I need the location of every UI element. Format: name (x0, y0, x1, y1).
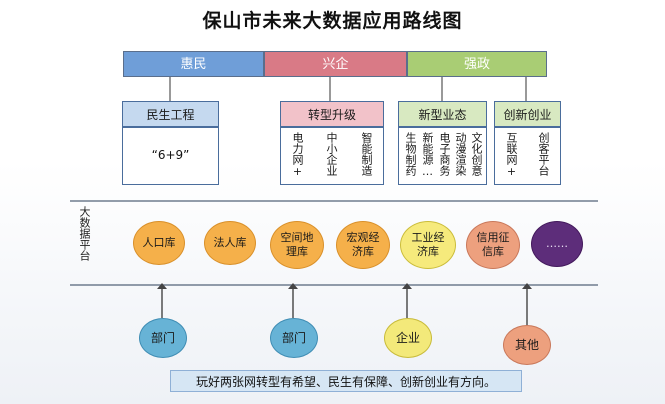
node-xinyong: 信用征信库 (466, 221, 520, 269)
arrow-head-1 (157, 283, 167, 289)
consumer-bumen-1: 部门 (139, 318, 187, 358)
node-gongye: 工业经济库 (400, 221, 456, 269)
xinxing-col-4: 动漫渲染 (454, 132, 467, 176)
zhuanxing-col-2: 中小企业 (325, 132, 338, 176)
node-renkou: 人口库 (133, 221, 185, 265)
zhuanxing-col-3: 智能制造 (360, 132, 373, 176)
chuangxin-col-1: 互联网+ (505, 132, 518, 178)
xinxing-col-1: 生物制药 (404, 132, 417, 176)
platform-label: 大数据平台 (78, 206, 91, 261)
xinxing-col-2: 新能源… (421, 132, 434, 178)
chuangxin-box: 互联网+ 创客平台 (494, 127, 561, 185)
page-title: 保山市未来大数据应用路线图 (202, 10, 463, 32)
arrow-head-4 (522, 283, 532, 289)
xinxing-col-3: 电子商务 (438, 132, 451, 176)
xinxing-col-5: 文化创意 (470, 132, 483, 176)
zhuanxing-box: 电力网+ 中小企业 智能制造 (280, 127, 384, 185)
consumer-qita: 其他 (503, 325, 551, 365)
consumer-qiye: 企业 (384, 318, 432, 358)
node-faren: 法人库 (204, 221, 256, 265)
chuangxin-header: 创新创业 (494, 101, 561, 127)
minsheng-header: 民生工程 (122, 101, 219, 127)
zhuanxing-col-1: 电力网+ (291, 132, 304, 178)
node-hongguan: 宏观经济库 (336, 221, 390, 269)
consumer-bumen-2: 部门 (270, 318, 318, 358)
xinxing-header: 新型业态 (398, 101, 487, 127)
footer-slogan: 玩好两张网转型有希望、民生有保障、创新创业有方向。 (170, 370, 522, 392)
band-xingqi: 兴企 (264, 51, 407, 77)
node-more: …… (531, 221, 583, 267)
band-huimin: 惠民 (123, 51, 264, 77)
chuangxin-col-2: 创客平台 (537, 132, 550, 176)
node-kongjian: 空间地理库 (270, 221, 324, 269)
zhuanxing-header: 转型升级 (280, 101, 384, 127)
arrow-head-3 (402, 283, 412, 289)
xinxing-box: 生物制药 新能源… 电子商务 动漫渲染 文化创意 (398, 127, 487, 185)
minsheng-box: “6+9” (122, 127, 219, 185)
minsheng-content: “6+9” (151, 148, 190, 162)
band-qiangzheng: 强政 (407, 51, 547, 77)
arrow-head-2 (288, 283, 298, 289)
